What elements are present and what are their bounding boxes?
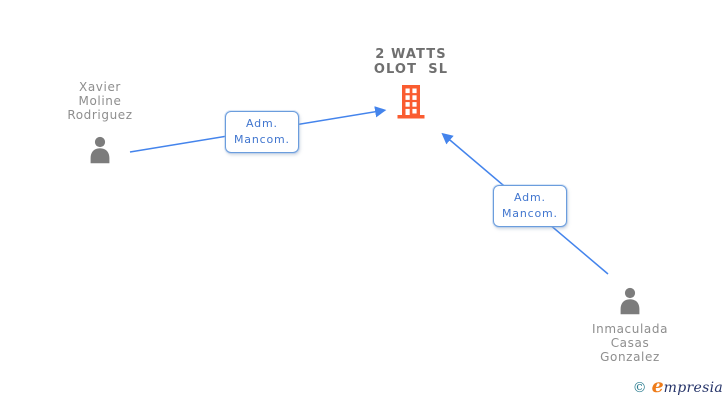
company-name: 2 WATTS OLOT SL <box>345 47 477 77</box>
person-name-line: Gonzalez <box>600 350 660 364</box>
person-name-line: Rodriguez <box>67 108 133 122</box>
edge-label-line: Adm. <box>246 117 278 130</box>
person-name: Xavier Moline Rodriguez <box>40 80 160 122</box>
copyright-icon: © <box>632 380 647 396</box>
person-name: Inmaculada Casas Gonzalez <box>570 322 690 364</box>
company-node[interactable]: 2 WATTS OLOT SL <box>345 47 477 120</box>
brand-rest: mpresia <box>663 380 723 396</box>
building-icon <box>345 84 477 120</box>
edge-label-line: Mancom. <box>502 207 558 220</box>
person-node-xavier-moline-rodriguez[interactable]: Xavier Moline Rodriguez <box>40 80 160 164</box>
person-name-line: Inmaculada <box>591 322 669 336</box>
edge-label-line: Adm. <box>514 191 546 204</box>
person-name-line: Xavier <box>79 80 121 94</box>
company-name-line: 2 WATTS <box>375 47 447 62</box>
person-name-line: Moline <box>78 94 122 108</box>
empresia-logo[interactable]: © empresia <box>633 375 723 397</box>
person-icon <box>570 286 690 315</box>
person-name-line: Casas <box>610 336 650 350</box>
person-node-inmaculada-casas-gonzalez[interactable]: Inmaculada Casas Gonzalez <box>570 286 690 364</box>
brand-first-letter: e <box>651 375 664 397</box>
edge-label-adm-mancom-xavier: Adm. Mancom. <box>225 111 299 153</box>
edge-label-line: Mancom. <box>234 133 290 146</box>
person-icon <box>40 135 160 164</box>
company-name-line: OLOT SL <box>373 62 449 77</box>
brand-name: empresia <box>652 375 723 397</box>
edge-label-adm-mancom-inmaculada: Adm. Mancom. <box>493 185 567 227</box>
